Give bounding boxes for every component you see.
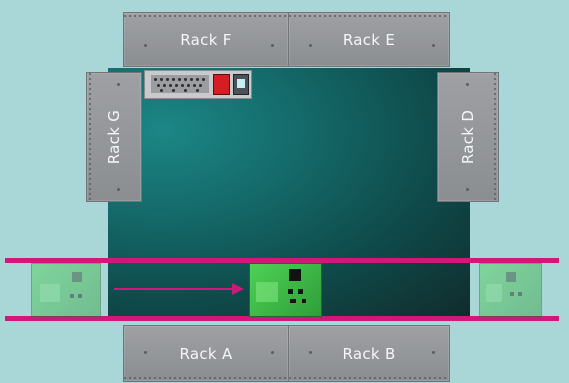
right-arrow-icon [114, 283, 244, 295]
rivet-icon [117, 83, 120, 86]
control-panel [144, 70, 252, 99]
rack-a-label: Rack A [179, 344, 233, 363]
rivet-icon [309, 351, 312, 354]
rack-f-label: Rack F [180, 30, 232, 49]
rivet-icon [432, 44, 435, 47]
display-button-icon[interactable] [233, 74, 249, 95]
rack-e[interactable]: Rack E [288, 12, 450, 67]
rivet-icon [466, 83, 469, 86]
rack-b[interactable]: Rack B [288, 325, 450, 382]
red-switch-icon[interactable] [213, 74, 230, 95]
rack-e-label: Rack E [342, 30, 396, 49]
conveyor-rail-top [5, 258, 559, 263]
rivet-icon [466, 188, 469, 191]
conveyor-rail-bottom [5, 316, 559, 321]
led-array-icon [151, 75, 209, 93]
rack-d[interactable]: Rack D [437, 72, 499, 202]
rivet-icon [144, 351, 147, 354]
rivet-icon [432, 351, 435, 354]
rack-a[interactable]: Rack A [123, 325, 289, 382]
circuit-board-icon[interactable] [31, 263, 101, 317]
circuit-board-icon[interactable] [479, 263, 542, 317]
rack-b-label: Rack B [342, 344, 396, 363]
rack-f[interactable]: Rack F [123, 12, 289, 67]
circuit-board-icon[interactable] [249, 263, 322, 317]
rivet-icon [117, 188, 120, 191]
rack-g-label: Rack G [105, 109, 124, 165]
rivet-icon [271, 44, 274, 47]
rack-d-label: Rack D [459, 109, 477, 165]
rack-g[interactable]: Rack G [86, 72, 142, 202]
rivet-icon [271, 351, 274, 354]
rivet-icon [144, 44, 147, 47]
rivet-icon [309, 44, 312, 47]
